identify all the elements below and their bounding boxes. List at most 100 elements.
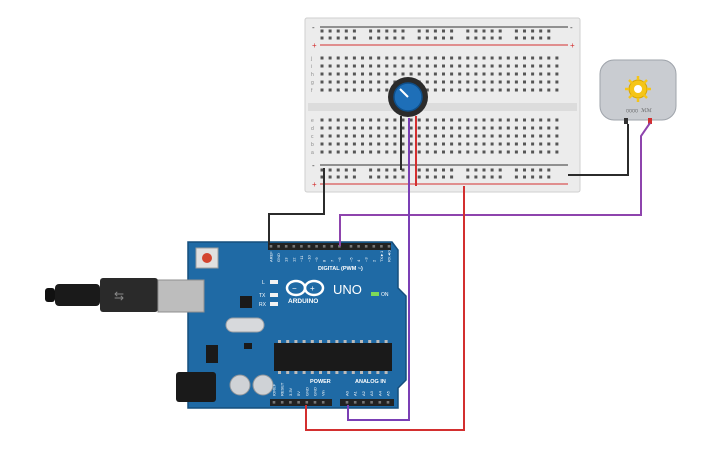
bb-hole[interactable] [490, 56, 494, 60]
rail-hole[interactable] [320, 175, 324, 179]
bb-hole[interactable] [547, 80, 551, 84]
bb-hole[interactable] [555, 56, 559, 60]
digital-pin-hole[interactable] [357, 245, 360, 248]
bb-hole[interactable] [377, 56, 381, 60]
bb-hole[interactable] [531, 56, 535, 60]
bb-hole[interactable] [450, 134, 454, 138]
wire-gnd-black[interactable] [268, 168, 325, 243]
bb-hole[interactable] [393, 150, 397, 154]
bb-hole[interactable] [385, 134, 389, 138]
bb-hole[interactable] [385, 88, 389, 92]
bb-hole[interactable] [369, 72, 373, 76]
bb-hole[interactable] [531, 126, 535, 130]
bb-hole[interactable] [344, 126, 348, 130]
bb-hole[interactable] [531, 80, 535, 84]
rail-hole[interactable] [393, 29, 397, 33]
rail-hole[interactable] [466, 168, 470, 172]
bb-hole[interactable] [328, 150, 332, 154]
rail-hole[interactable] [369, 175, 373, 179]
bb-hole[interactable] [442, 118, 445, 122]
bb-hole[interactable] [474, 72, 478, 76]
wires[interactable] [268, 116, 651, 431]
analog-pin-hole[interactable] [386, 401, 390, 404]
bb-hole[interactable] [377, 142, 381, 146]
rail-hole[interactable] [433, 36, 437, 40]
bb-hole[interactable] [336, 72, 340, 76]
rail-hole[interactable] [490, 29, 494, 33]
bb-hole[interactable] [490, 72, 494, 76]
digital-pin-hole[interactable] [307, 245, 311, 248]
bb-hole[interactable] [442, 56, 445, 60]
bb-hole[interactable] [450, 72, 454, 76]
bb-hole[interactable] [352, 88, 356, 92]
bb-hole[interactable] [498, 72, 502, 76]
bb-hole[interactable] [474, 118, 478, 122]
bb-hole[interactable] [433, 150, 437, 154]
digital-pin-hole[interactable] [292, 245, 296, 248]
bb-hole[interactable] [498, 126, 502, 130]
bb-hole[interactable] [531, 88, 535, 92]
rail-hole[interactable] [514, 168, 518, 172]
bb-hole[interactable] [393, 142, 397, 146]
digital-pin-hole[interactable] [300, 245, 303, 248]
bb-hole[interactable] [344, 56, 348, 60]
rail-hole[interactable] [401, 175, 405, 179]
bb-hole[interactable] [442, 72, 445, 76]
rail-hole[interactable] [369, 168, 373, 172]
bb-hole[interactable] [361, 126, 364, 130]
rail-hole[interactable] [393, 36, 397, 40]
bb-hole[interactable] [344, 88, 348, 92]
bb-hole[interactable] [417, 118, 421, 122]
rail-hole[interactable] [336, 29, 340, 33]
bb-hole[interactable] [433, 126, 437, 130]
power-pin-hole[interactable] [272, 401, 276, 404]
bb-hole[interactable] [401, 64, 405, 68]
bb-hole[interactable] [344, 150, 348, 154]
bb-hole[interactable] [352, 150, 356, 154]
rail-hole[interactable] [498, 29, 502, 33]
bb-hole[interactable] [490, 118, 494, 122]
bb-hole[interactable] [417, 142, 421, 146]
rail-hole[interactable] [514, 29, 518, 33]
bb-hole[interactable] [320, 72, 324, 76]
bb-hole[interactable] [328, 88, 332, 92]
rail-hole[interactable] [523, 175, 526, 179]
rail-hole[interactable] [369, 36, 373, 40]
bb-hole[interactable] [490, 88, 494, 92]
bb-hole[interactable] [425, 80, 429, 84]
bb-hole[interactable] [547, 72, 551, 76]
bb-hole[interactable] [328, 126, 332, 130]
bb-hole[interactable] [425, 134, 429, 138]
bb-hole[interactable] [498, 134, 502, 138]
bb-hole[interactable] [328, 118, 332, 122]
wire-motor-gnd-black[interactable] [568, 124, 629, 176]
bb-hole[interactable] [474, 142, 478, 146]
bb-hole[interactable] [482, 134, 486, 138]
rail-hole[interactable] [474, 168, 478, 172]
rail-hole[interactable] [547, 175, 551, 179]
bb-hole[interactable] [336, 118, 340, 122]
bb-hole[interactable] [393, 118, 397, 122]
rail-hole[interactable] [320, 168, 324, 172]
bb-hole[interactable] [531, 150, 535, 154]
bb-hole[interactable] [474, 80, 478, 84]
bb-hole[interactable] [361, 142, 364, 146]
bb-hole[interactable] [458, 142, 462, 146]
bb-hole[interactable] [482, 88, 486, 92]
bb-hole[interactable] [433, 80, 437, 84]
bb-hole[interactable] [433, 72, 437, 76]
rail-hole[interactable] [352, 168, 356, 172]
digital-pin-hole[interactable] [315, 245, 318, 248]
bb-hole[interactable] [393, 134, 397, 138]
power-pin-hole[interactable] [321, 401, 325, 404]
rail-hole[interactable] [433, 175, 437, 179]
bb-hole[interactable] [377, 126, 381, 130]
bb-hole[interactable] [490, 64, 494, 68]
bb-hole[interactable] [498, 56, 502, 60]
rail-hole[interactable] [393, 175, 397, 179]
bb-hole[interactable] [514, 134, 518, 138]
bb-hole[interactable] [385, 56, 389, 60]
bb-hole[interactable] [328, 80, 332, 84]
rail-hole[interactable] [401, 36, 405, 40]
rail-hole[interactable] [344, 29, 348, 33]
